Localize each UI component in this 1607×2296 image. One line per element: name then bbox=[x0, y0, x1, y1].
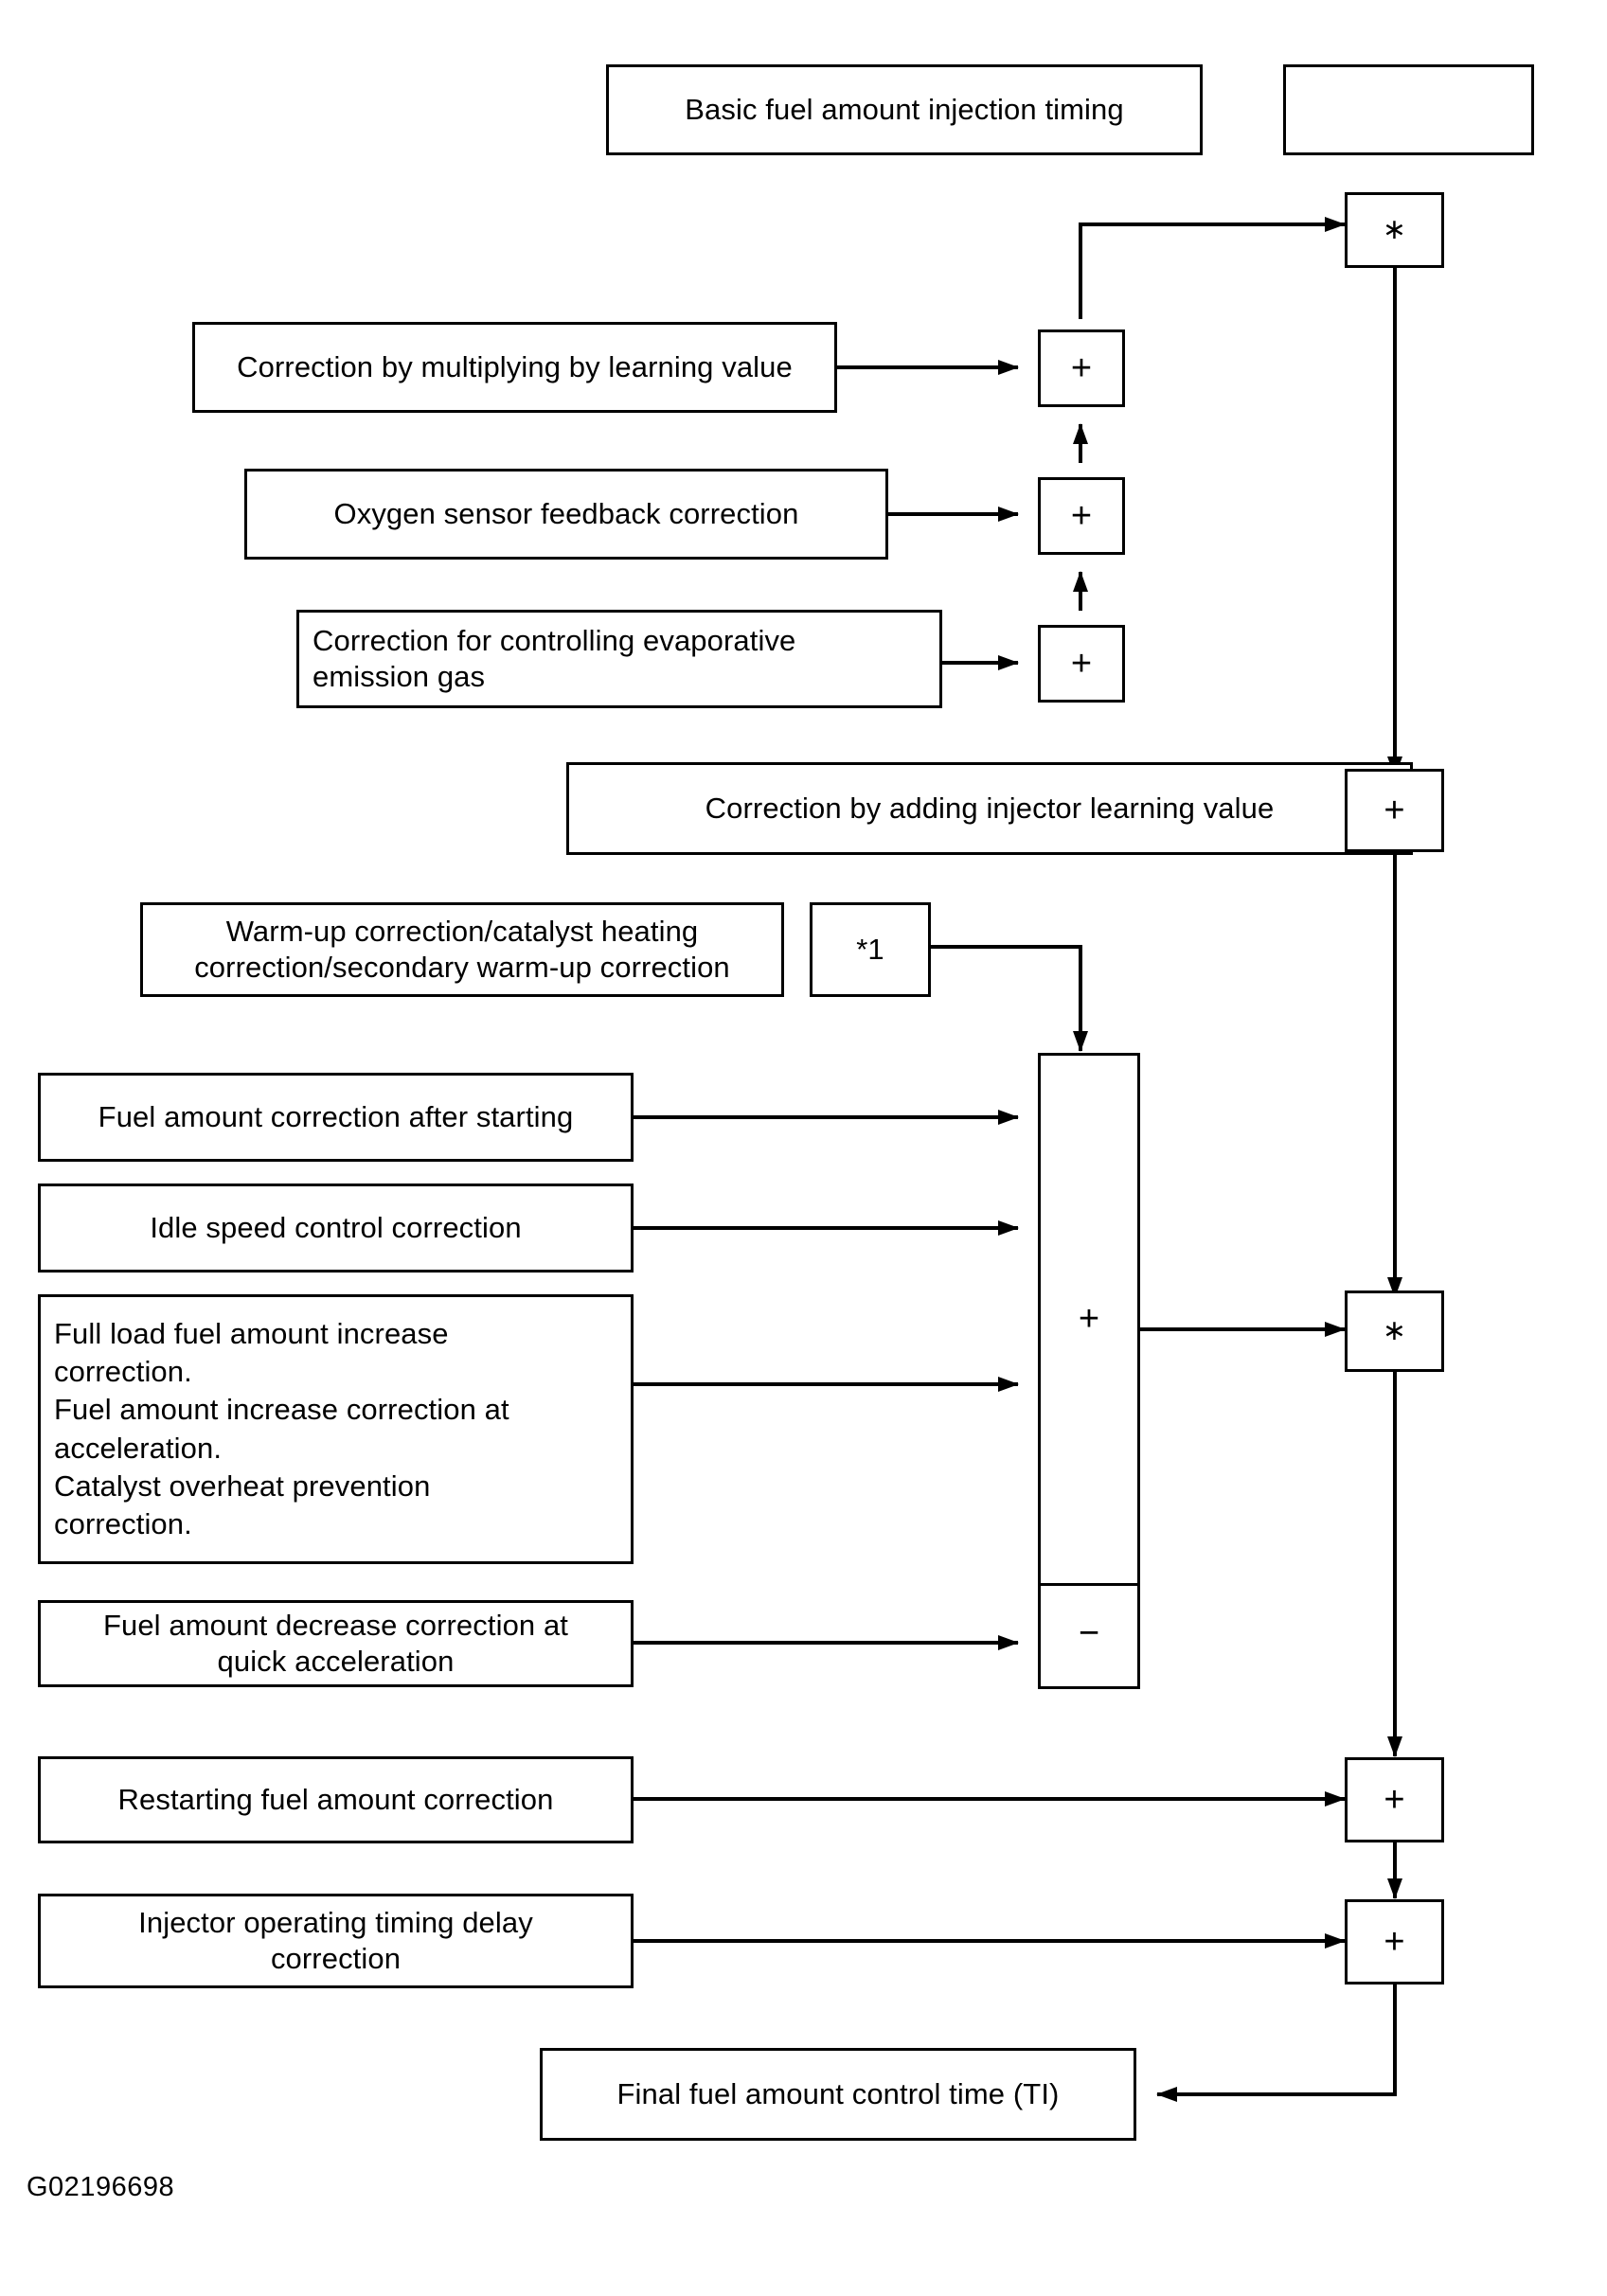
plus-icon: + bbox=[1384, 791, 1405, 830]
input-restarting-fuel-amount-correction: Restarting fuel amount correction bbox=[38, 1756, 634, 1843]
plus-icon: + bbox=[1070, 644, 1093, 684]
title-box-basic-fuel-amount: Basic fuel amount injection timing bbox=[606, 64, 1203, 155]
multiply-operator-top: ∗ bbox=[1345, 192, 1444, 268]
output-final-fuel-amount-control-time: Final fuel amount control time (TI) bbox=[540, 2048, 1136, 2141]
wire-footnote-to-sum-top bbox=[931, 945, 1088, 1052]
summing-minus-section: − bbox=[1041, 1580, 1137, 1686]
plus-operator-restarting: + bbox=[1345, 1757, 1444, 1842]
asterisk-icon: ∗ bbox=[1382, 214, 1407, 245]
input-correction-by-multiplying-learning-value: Correction by multiplying by learning va… bbox=[192, 322, 837, 413]
input-fuel-amount-correction-after-starting: Fuel amount correction after starting bbox=[38, 1073, 634, 1162]
plus-operator-injector-delay: + bbox=[1345, 1899, 1444, 1985]
plus-icon: + bbox=[1384, 1780, 1405, 1820]
multiply-operator-middle: ∗ bbox=[1345, 1290, 1444, 1372]
blank-box-top-right bbox=[1283, 64, 1534, 155]
wire-plus1-to-multiply bbox=[1079, 217, 1346, 319]
plus-operator-evaporative: + bbox=[1038, 625, 1125, 703]
plus-icon: + bbox=[1070, 348, 1093, 388]
summing-plus-section: + bbox=[1041, 1056, 1137, 1586]
summing-column: + − bbox=[1038, 1053, 1140, 1689]
input-correction-by-adding-injector-learning-value: Correction by adding injector learning v… bbox=[566, 762, 1413, 855]
input-oxygen-sensor-feedback-correction: Oxygen sensor feedback correction bbox=[244, 469, 888, 560]
input-warm-up-catalyst-heating-correction: Warm-up correction/catalyst heating corr… bbox=[140, 902, 784, 997]
plus-icon: + bbox=[1070, 496, 1093, 536]
plus-icon: + bbox=[1384, 1922, 1405, 1962]
footnote-marker-box: *1 bbox=[810, 902, 931, 997]
figure-id-label: G02196698 bbox=[27, 2172, 175, 2202]
wire-plus-to-final-output bbox=[1156, 1985, 1397, 2102]
minus-icon: − bbox=[1078, 1612, 1100, 1653]
plus-icon: + bbox=[1078, 1299, 1100, 1339]
input-evaporative-emission-correction: Correction for controlling evaporative e… bbox=[296, 610, 942, 708]
input-injector-operating-timing-delay-correction: Injector operating timing delay correcti… bbox=[38, 1894, 634, 1988]
input-fuel-amount-decrease-at-quick-acceleration: Fuel amount decrease correction at quick… bbox=[38, 1600, 634, 1687]
plus-operator-learning: + bbox=[1038, 329, 1125, 407]
input-full-load-acceleration-catalyst-overheat-group: Full load fuel amount increase correctio… bbox=[38, 1294, 634, 1564]
input-idle-speed-control-correction: Idle speed control correction bbox=[38, 1184, 634, 1273]
asterisk-icon: ∗ bbox=[1382, 1315, 1407, 1346]
plus-operator-injector-learning: + bbox=[1345, 769, 1444, 852]
plus-operator-oxygen: + bbox=[1038, 477, 1125, 555]
